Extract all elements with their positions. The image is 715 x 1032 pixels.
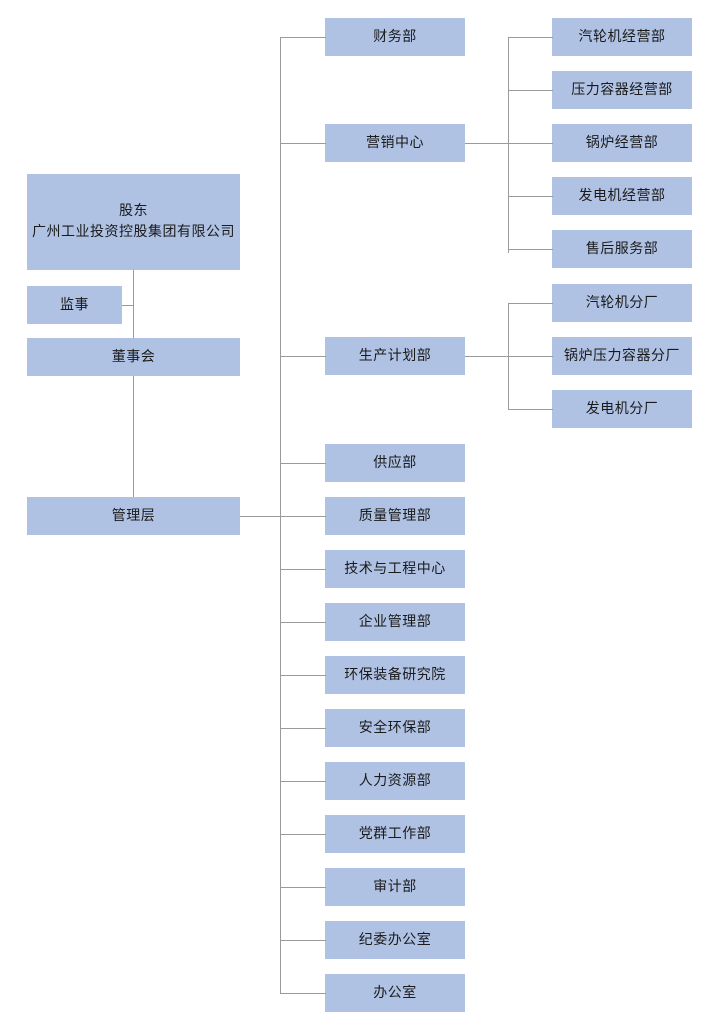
node-department-label: 审计部 xyxy=(373,878,417,895)
node-marketing-subunit-label: 汽轮机经营部 xyxy=(578,28,666,45)
connector-production-spine-to-subunit-1 xyxy=(508,356,553,357)
node-department-label: 财务部 xyxy=(373,28,417,45)
node-department-label: 办公室 xyxy=(373,984,417,1001)
connector-management-to-trunk xyxy=(240,516,281,517)
node-production-subunit-0[interactable]: 汽轮机分厂 xyxy=(552,284,692,322)
node-marketing-subunit-0[interactable]: 汽轮机经营部 xyxy=(552,18,692,56)
node-department-5[interactable]: 技术与工程中心 xyxy=(325,550,465,588)
node-marketing-subunit-4[interactable]: 售后服务部 xyxy=(552,230,692,268)
node-production-subunit-label: 汽轮机分厂 xyxy=(585,294,659,311)
node-production-subunit-label: 发电机分厂 xyxy=(585,400,659,417)
connector-marketing-spine-to-subunit-2 xyxy=(508,143,553,144)
node-department-9[interactable]: 人力资源部 xyxy=(325,762,465,800)
node-department-label: 技术与工程中心 xyxy=(344,560,446,577)
connector-production-stem xyxy=(465,356,509,357)
node-department-label: 人力资源部 xyxy=(358,772,432,789)
connector-marketing-stem xyxy=(465,143,509,144)
connector-trunk-to-department-0 xyxy=(280,37,326,38)
node-marketing-subunit-label: 售后服务部 xyxy=(585,240,659,257)
node-department-label: 纪委办公室 xyxy=(358,931,432,948)
connector-board-to-management xyxy=(133,376,134,497)
node-board[interactable]: 董事会 xyxy=(27,338,240,376)
node-shareholder-line2: 广州工业投资控股集团有限公司 xyxy=(32,224,235,240)
node-department-label: 安全环保部 xyxy=(358,719,432,736)
node-department-label: 党群工作部 xyxy=(358,825,432,842)
node-management-label: 管理层 xyxy=(111,507,156,524)
node-shareholder[interactable]: 股东 广州工业投资控股集团有限公司 xyxy=(27,174,240,270)
connector-main-trunk xyxy=(280,37,281,994)
node-department-0[interactable]: 财务部 xyxy=(325,18,465,56)
connector-trunk-to-department-4 xyxy=(280,516,326,517)
connector-trunk-to-department-7 xyxy=(280,675,326,676)
connector-trunk-to-department-3 xyxy=(280,463,326,464)
node-department-7[interactable]: 环保装备研究院 xyxy=(325,656,465,694)
node-marketing-subunit-label: 发电机经营部 xyxy=(578,187,666,204)
node-supervisor-label: 监事 xyxy=(60,296,89,313)
node-production-subunit-label: 锅炉压力容器分厂 xyxy=(564,347,680,364)
connector-trunk-to-department-1 xyxy=(280,143,326,144)
node-department-3[interactable]: 供应部 xyxy=(325,444,465,482)
node-department-2[interactable]: 生产计划部 xyxy=(325,337,465,375)
connector-shareholder-to-board xyxy=(133,270,134,338)
connector-marketing-spine xyxy=(508,37,509,253)
node-marketing-subunit-3[interactable]: 发电机经营部 xyxy=(552,177,692,215)
node-marketing-subunit-1[interactable]: 压力容器经营部 xyxy=(552,71,692,109)
node-department-10[interactable]: 党群工作部 xyxy=(325,815,465,853)
node-management[interactable]: 管理层 xyxy=(27,497,240,535)
connector-production-spine-to-subunit-2 xyxy=(508,409,553,410)
node-department-label: 企业管理部 xyxy=(358,613,432,630)
connector-trunk-to-department-13 xyxy=(280,993,326,994)
node-production-subunit-2[interactable]: 发电机分厂 xyxy=(552,390,692,428)
node-department-label: 供应部 xyxy=(373,454,417,471)
connector-trunk-to-department-12 xyxy=(280,940,326,941)
connector-trunk-to-department-11 xyxy=(280,887,326,888)
node-shareholder-line1: 股东 xyxy=(119,203,148,219)
node-production-subunit-1[interactable]: 锅炉压力容器分厂 xyxy=(552,337,692,375)
node-department-12[interactable]: 纪委办公室 xyxy=(325,921,465,959)
node-department-11[interactable]: 审计部 xyxy=(325,868,465,906)
node-board-label: 董事会 xyxy=(111,348,156,365)
node-department-4[interactable]: 质量管理部 xyxy=(325,497,465,535)
node-department-label: 营销中心 xyxy=(366,134,424,151)
node-department-6[interactable]: 企业管理部 xyxy=(325,603,465,641)
node-supervisor[interactable]: 监事 xyxy=(27,286,122,324)
connector-marketing-spine-to-subunit-0 xyxy=(508,37,553,38)
connector-trunk-to-department-6 xyxy=(280,622,326,623)
node-department-1[interactable]: 营销中心 xyxy=(325,124,465,162)
node-marketing-subunit-label: 压力容器经营部 xyxy=(571,81,673,98)
node-department-label: 质量管理部 xyxy=(358,507,432,524)
connector-trunk-to-department-10 xyxy=(280,834,326,835)
connector-trunk-to-department-9 xyxy=(280,781,326,782)
connector-marketing-spine-to-subunit-4 xyxy=(508,249,553,250)
connector-marketing-spine-to-subunit-3 xyxy=(508,196,553,197)
connector-supervisor-to-spine xyxy=(122,305,134,306)
connector-production-spine-to-subunit-0 xyxy=(508,303,553,304)
node-department-8[interactable]: 安全环保部 xyxy=(325,709,465,747)
connector-trunk-to-department-2 xyxy=(280,356,326,357)
node-marketing-subunit-label: 锅炉经营部 xyxy=(585,134,659,151)
connector-marketing-spine-to-subunit-1 xyxy=(508,90,553,91)
node-marketing-subunit-2[interactable]: 锅炉经营部 xyxy=(552,124,692,162)
connector-trunk-to-department-5 xyxy=(280,569,326,570)
node-department-13[interactable]: 办公室 xyxy=(325,974,465,1012)
node-department-label: 环保装备研究院 xyxy=(344,666,446,683)
node-department-label: 生产计划部 xyxy=(358,347,432,364)
connector-trunk-to-department-8 xyxy=(280,728,326,729)
